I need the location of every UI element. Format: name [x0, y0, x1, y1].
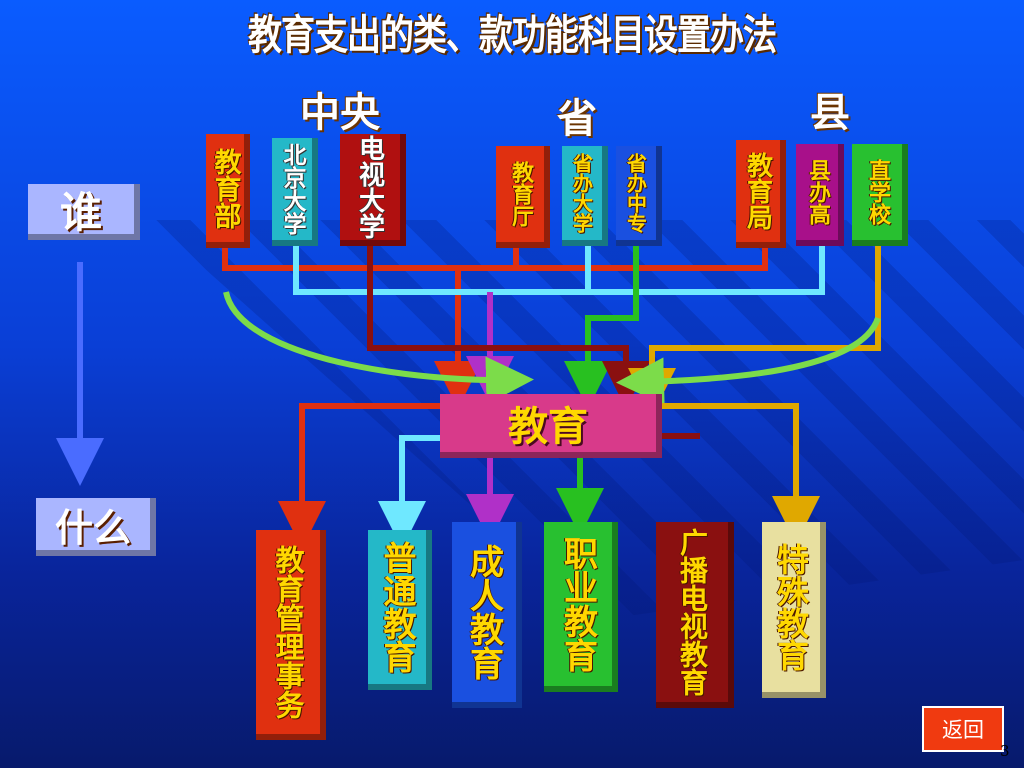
category-general-label: 普通教育: [378, 541, 417, 673]
what-box: 什么: [36, 498, 156, 556]
category-general: 普通教育: [368, 530, 432, 690]
agency-prov-secondary: 省办中专: [616, 146, 662, 246]
agency-direct-school: 直学校: [852, 144, 908, 246]
agency-peking-univ: 北京大学: [272, 138, 318, 246]
category-vocational: 职业教育: [544, 522, 618, 692]
center-label: 教育: [508, 404, 588, 450]
center-to-special: [662, 403, 820, 544]
center-to-general: [378, 435, 440, 549]
agency-prov-secondary-label: 省办中专: [623, 153, 648, 233]
who-label: 谁: [59, 187, 102, 237]
region-central: 中央: [300, 90, 380, 136]
agency-tv-univ-label: 电视大学: [354, 135, 385, 239]
category-broadcast-label: 广播电视教育: [676, 528, 709, 696]
cyan-connector: [293, 246, 825, 295]
region-county: 县: [810, 90, 850, 136]
region-province: 省: [557, 96, 597, 142]
agency-edu-bureau-label: 教育局: [742, 152, 773, 230]
agency-ministry: 教育部: [206, 134, 250, 248]
center-box: 教育: [440, 394, 662, 458]
agency-edu-bureau: 教育局: [736, 140, 786, 248]
category-broadcast: 广播电视教育: [656, 522, 734, 708]
what-label: 什么: [54, 505, 131, 550]
page-number: 3: [1000, 742, 1010, 760]
agency-tv-univ: 电视大学: [340, 134, 406, 246]
agency-ministry-label: 教育部: [209, 147, 241, 229]
category-admin-label: 教育管理事务: [271, 545, 305, 719]
slide-title: 教育支出的类、款功能科目设置办法: [248, 11, 777, 60]
agency-edu-dept: 教育厅: [496, 146, 550, 248]
agency-direct-school-label: 直学校: [865, 159, 890, 225]
curved-arrow-right: [616, 316, 881, 406]
category-special-label: 特殊教育: [772, 543, 810, 671]
agency-county-high: 县办高: [796, 144, 844, 246]
category-admin: 教育管理事务: [256, 530, 326, 740]
agency-prov-univ-label: 省办大学: [569, 153, 594, 233]
category-vocational-label: 职业教育: [557, 536, 598, 672]
center-to-admin: [278, 403, 440, 549]
category-adult: 成人教育: [452, 522, 522, 708]
category-adult-label: 成人教育: [463, 544, 504, 680]
agency-edu-dept-label: 教育厅: [508, 161, 533, 227]
category-special: 特殊教育: [762, 522, 826, 698]
return-button[interactable]: 返回: [922, 706, 1004, 752]
who-box: 谁: [28, 184, 140, 240]
red-connector: [222, 248, 768, 409]
green-connector: [564, 246, 639, 409]
agency-peking-univ-label: 北京大学: [279, 143, 305, 235]
agency-county-high-label: 县办高: [805, 159, 830, 225]
curved-arrow-left: [223, 291, 534, 405]
agency-prov-univ: 省办大学: [562, 146, 608, 246]
